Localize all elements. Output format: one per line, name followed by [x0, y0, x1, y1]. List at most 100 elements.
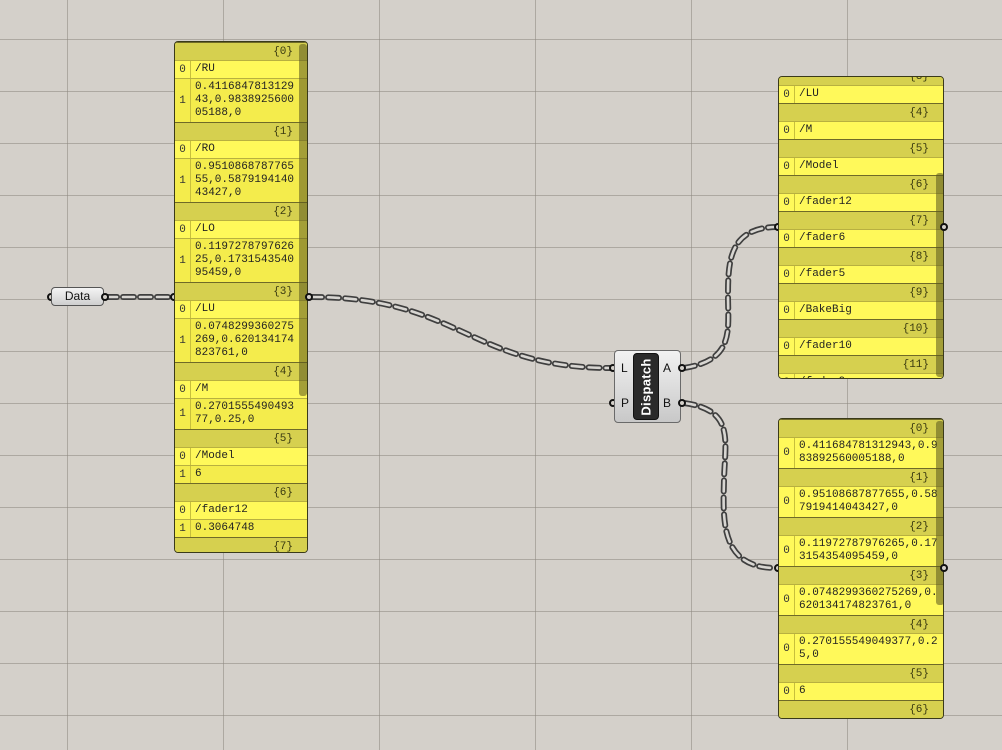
item-value: 0.0748299360275269,0.620134174823761,0	[195, 321, 295, 359]
branch-path: {2}	[909, 520, 929, 533]
branch-path: {7}	[273, 540, 293, 553]
branch-path: {5}	[909, 142, 929, 155]
wire-panel-to-dispatch-L[interactable]	[308, 294, 614, 371]
list-item: 0/Model	[175, 447, 307, 465]
item-value: 0.951086878776555,0.587919414043427,0	[195, 161, 295, 199]
list-item: 0/fader6	[779, 229, 943, 247]
wire-dispatch-B-to-panel-b[interactable]	[681, 400, 779, 571]
dispatch-output-B-grip[interactable]	[678, 399, 686, 407]
item-value: /M	[799, 124, 813, 136]
branch-path: {10}	[902, 322, 929, 335]
item-value: /Model	[799, 160, 839, 172]
item-value: /fader6	[799, 232, 846, 244]
branch-header: {11}	[779, 355, 943, 373]
item-value: 0.0748299360275269,0.620134174823761,0	[799, 587, 938, 612]
item-index: 0	[175, 301, 191, 318]
item-index: 0	[779, 585, 795, 615]
branch-path: {3}	[909, 569, 929, 582]
panel-a[interactable]: {3}0/LU{4}0/M{5}0/Model{6}0/fader12{7}0/…	[778, 76, 944, 379]
item-index: 0	[779, 302, 795, 319]
item-value: 0.3064748	[195, 522, 255, 534]
branch-header: {2}	[779, 517, 943, 535]
item-index: 0	[175, 448, 191, 465]
panel-b-out-grip[interactable]	[940, 564, 948, 572]
panel-content: {3}0/LU{4}0/M{5}0/Model{6}0/fader12{7}0/…	[779, 77, 943, 378]
item-index: 0	[779, 487, 795, 517]
item-index: 0	[779, 230, 795, 247]
branch-header: {6}	[779, 700, 943, 718]
list-item: 0/Model	[779, 157, 943, 175]
item-index: 0	[779, 86, 795, 103]
item-index: 0	[175, 221, 191, 238]
item-index: 0	[779, 122, 795, 139]
item-index: 0	[779, 338, 795, 355]
item-value: /fader9	[795, 374, 939, 378]
dispatch-input-L[interactable]: L	[621, 361, 628, 375]
branch-path: {7}	[909, 214, 929, 227]
item-index: 0	[175, 61, 191, 78]
branch-header: {2}	[175, 202, 307, 220]
item-value: /Model	[195, 450, 235, 462]
item-value: /fader5	[799, 268, 846, 280]
item-index: 1	[175, 520, 191, 537]
list-item: 1 0.3064748	[175, 519, 307, 537]
panel-input-out-grip[interactable]	[305, 293, 313, 301]
branch-path: {0}	[909, 422, 929, 435]
dispatch-output-B[interactable]: B	[663, 396, 672, 410]
branch-header: {6}	[779, 175, 943, 193]
item-index: 1	[175, 319, 191, 362]
dispatch-title: Dispatch	[638, 357, 654, 416]
data-param-node[interactable]: Data	[51, 287, 104, 306]
item-index: 0	[175, 141, 191, 158]
item-value: 6	[195, 468, 202, 480]
wire-dispatch-A-to-panel-a[interactable]	[681, 224, 779, 371]
branch-path: {0}	[273, 45, 293, 58]
panel-scrollbar[interactable]	[936, 421, 943, 605]
branch-path: {5}	[909, 667, 929, 680]
item-index: 0	[779, 158, 795, 175]
item-index: 1	[175, 159, 191, 202]
item-value: /fader12	[799, 196, 852, 208]
branch-path: {1}	[909, 471, 929, 484]
panel-scrollbar[interactable]	[299, 44, 307, 396]
dispatch-output-A-grip[interactable]	[678, 364, 686, 372]
branch-header: {0}	[175, 42, 307, 60]
panel-a-out-grip[interactable]	[940, 223, 948, 231]
branch-header: {4}	[779, 103, 943, 121]
item-index: 0	[175, 381, 191, 398]
branch-path: {11}	[902, 358, 929, 371]
dispatch-input-P[interactable]: P	[621, 396, 630, 410]
branch-path: {4}	[909, 618, 929, 631]
branch-path: {6}	[909, 178, 929, 191]
dispatch-component[interactable]: L P Dispatch A B	[614, 350, 681, 423]
data-output-grip[interactable]	[101, 293, 109, 301]
branch-header: {3}	[779, 566, 943, 584]
item-index: 0	[779, 374, 795, 378]
dispatch-output-A[interactable]: A	[663, 361, 672, 375]
branch-header: {10}	[779, 319, 943, 337]
panel-scrollbar[interactable]	[936, 173, 943, 377]
item-index: 0	[779, 634, 795, 664]
branch-path: {2}	[273, 205, 293, 218]
list-item: 00.3064748	[779, 718, 943, 719]
branch-header: {4}	[779, 615, 943, 633]
list-item: 0/fader9	[779, 373, 943, 378]
branch-header: {5}	[779, 664, 943, 682]
list-item: 0/fader12	[779, 193, 943, 211]
branch-header: {6}	[175, 483, 307, 501]
branch-path: {4}	[273, 365, 293, 378]
item-value: 0.119727879762625,0.173154354095459,0	[195, 241, 295, 279]
item-index: 0	[779, 536, 795, 566]
item-value: 0.411684781312943,0.983892560005188,0	[195, 81, 295, 119]
item-index: 1	[175, 399, 191, 429]
item-value: 0.411684781312943,0.983892560005188,0	[799, 440, 938, 465]
